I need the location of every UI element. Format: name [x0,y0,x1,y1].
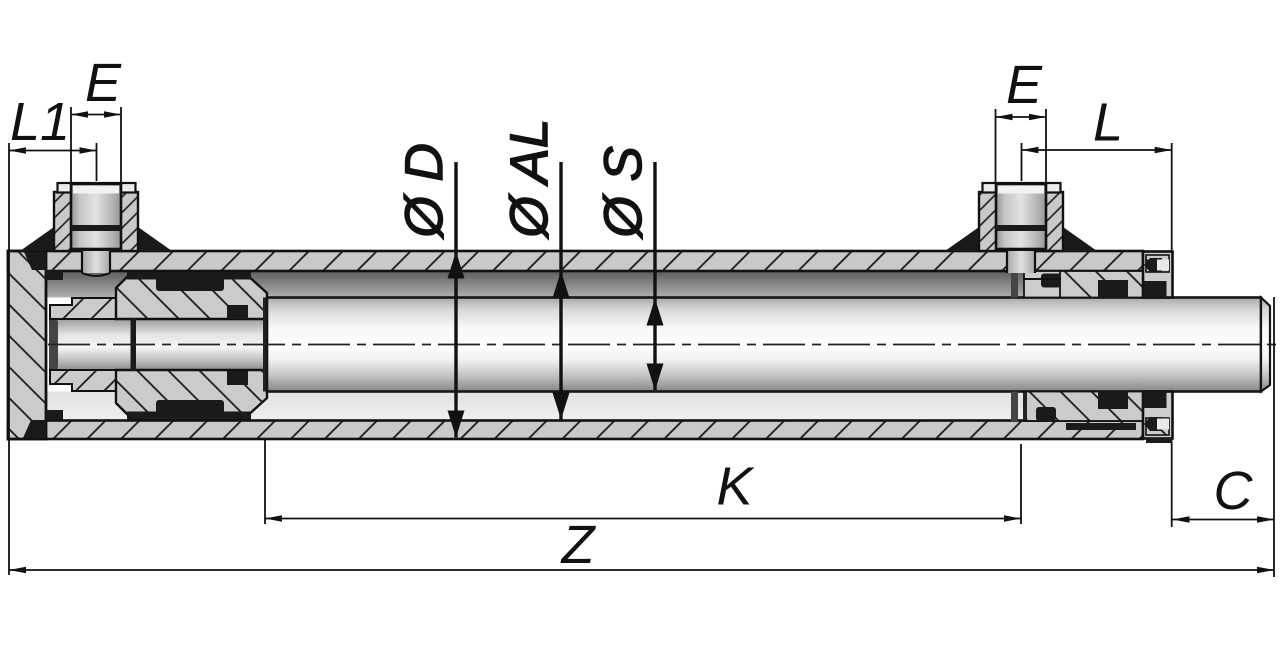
svg-text:L1: L1 [10,92,70,152]
svg-text:Ø D: Ø D [395,143,454,239]
svg-text:Ø S: Ø S [594,146,653,239]
svg-text:E: E [85,53,122,113]
svg-text:Z: Z [560,515,597,575]
svg-text:L: L [1093,93,1123,153]
svg-text:E: E [1006,55,1043,115]
svg-text:K: K [716,457,754,517]
svg-text:C: C [1214,461,1254,521]
svg-text:Ø AL: Ø AL [500,119,559,240]
